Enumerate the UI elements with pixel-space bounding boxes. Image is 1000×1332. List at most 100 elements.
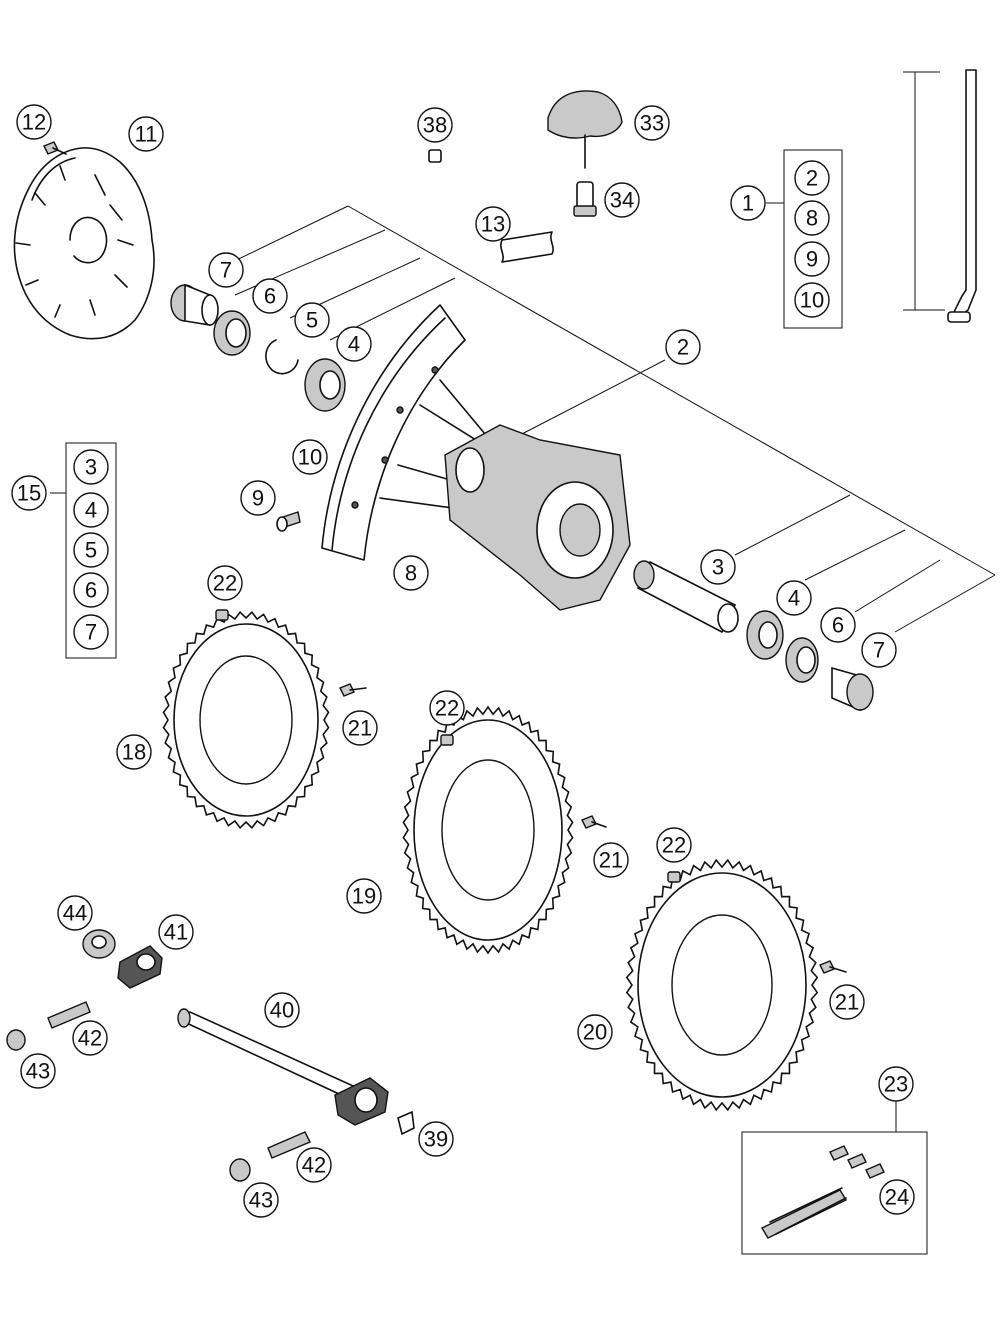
- callout-g1b: 8: [794, 200, 830, 236]
- callout-number: 40: [270, 998, 294, 1023]
- axle-nut: [82, 929, 116, 959]
- callout-circle: [577, 1014, 613, 1050]
- sprocket-18: [162, 610, 330, 830]
- callout-number: 9: [252, 486, 264, 511]
- callout-number: 2: [677, 335, 689, 360]
- callout-number: 10: [800, 288, 824, 313]
- callout-c23: 23: [878, 1066, 914, 1102]
- callout-c7a: 7: [208, 252, 244, 288]
- sprocket-19: [402, 705, 574, 955]
- callout-number: 18: [122, 740, 146, 765]
- callout-number: 22: [213, 571, 237, 596]
- callout-c34: 34: [604, 182, 640, 218]
- valve: [276, 511, 301, 532]
- sprocket-bolt-21a: [339, 683, 367, 697]
- callout-c43a: 43: [20, 1053, 56, 1089]
- spoke: [903, 69, 977, 323]
- spacer-left: [170, 283, 219, 326]
- rim-tape: [500, 231, 554, 263]
- callout-c42b: 42: [296, 1147, 332, 1183]
- callout-number: 43: [26, 1059, 50, 1084]
- sprocket-teeth: [162, 610, 330, 830]
- callout-c22a: 22: [207, 565, 243, 601]
- callout-number: 21: [348, 716, 372, 741]
- callout-circle: [243, 1182, 279, 1218]
- callout-number: 8: [806, 206, 818, 231]
- callout-c21a: 21: [342, 710, 378, 746]
- sprocket-nut-22a: [215, 609, 229, 621]
- seal-right: [785, 637, 819, 683]
- callout-c15: 15: [11, 475, 47, 511]
- callout-circle: [73, 492, 109, 528]
- callout-number: 10: [298, 445, 322, 470]
- callout-c43b: 43: [243, 1182, 279, 1218]
- callout-circle: [73, 572, 109, 608]
- callout-circle: [820, 607, 856, 643]
- callout-c22c: 22: [656, 827, 692, 863]
- callout-number: 4: [788, 586, 800, 611]
- sprocket-teeth: [625, 858, 819, 1112]
- callout-circle: [57, 895, 93, 931]
- callout-circle: [700, 549, 736, 585]
- callout-number: 21: [599, 848, 623, 873]
- callout-number: 11: [135, 122, 158, 147]
- callout-g15d: 6: [73, 572, 109, 608]
- callout-circle: [730, 185, 766, 221]
- callout-number: 23: [884, 1072, 908, 1097]
- callout-circle: [72, 1020, 108, 1056]
- callout-circle: [794, 282, 830, 318]
- callout-number: 1: [742, 191, 754, 216]
- callout-number: 15: [17, 481, 41, 506]
- callout-c13: 13: [475, 206, 511, 242]
- callout-number: 5: [85, 538, 97, 563]
- callout-circle: [794, 241, 830, 277]
- callout-g15c: 5: [73, 532, 109, 568]
- callout-number: 42: [78, 1026, 102, 1051]
- callout-circle: [11, 475, 47, 511]
- callout-circle: [158, 914, 194, 950]
- callout-c33: 33: [634, 105, 670, 141]
- callout-c6a: 6: [252, 278, 288, 314]
- callout-c40: 40: [264, 992, 300, 1028]
- callout-circle: [475, 206, 511, 242]
- callout-circle: [73, 532, 109, 568]
- callout-number: 5: [306, 308, 318, 333]
- callout-number: 22: [435, 696, 459, 721]
- callout-circle: [336, 326, 372, 362]
- callout-c4a: 4: [336, 326, 372, 362]
- chain: [761, 1187, 847, 1239]
- callout-c22b: 22: [429, 690, 465, 726]
- callout-g1a: 2: [794, 160, 830, 196]
- callout-circle: [264, 992, 300, 1028]
- callout-g1d: 10: [794, 282, 830, 318]
- callout-c24: 24: [879, 1179, 915, 1215]
- callout-c44: 44: [57, 895, 93, 931]
- callout-number: 41: [164, 920, 188, 945]
- callout-c41: 41: [158, 914, 194, 950]
- callout-circle: [776, 580, 812, 616]
- callout-c11: 11: [128, 116, 164, 152]
- callout-c9: 9: [240, 480, 276, 516]
- callout-circle: [593, 842, 629, 878]
- callout-c21b: 21: [593, 842, 629, 878]
- valve-stem: [573, 181, 597, 217]
- callout-circle: [207, 565, 243, 601]
- chain-adjuster-left: [117, 945, 163, 989]
- callout-c21c: 21: [829, 984, 865, 1020]
- chain-master-link: [829, 1145, 885, 1179]
- callout-g15a: 3: [73, 449, 109, 485]
- callout-number: 12: [22, 110, 46, 135]
- brake-disc: [13, 147, 155, 340]
- callout-number: 44: [63, 901, 87, 926]
- callout-circle: [794, 160, 830, 196]
- callout-number: 43: [249, 1188, 273, 1213]
- sprocket-20: [625, 858, 819, 1112]
- rear-axle: [177, 1008, 389, 1126]
- inner-tube: [547, 90, 623, 169]
- callout-circle: [116, 734, 152, 770]
- callout-number: 2: [806, 166, 818, 191]
- callout-c19: 19: [346, 878, 382, 914]
- callout-number: 6: [264, 284, 276, 309]
- callout-c10: 10: [292, 439, 328, 475]
- callout-number: 34: [610, 188, 634, 213]
